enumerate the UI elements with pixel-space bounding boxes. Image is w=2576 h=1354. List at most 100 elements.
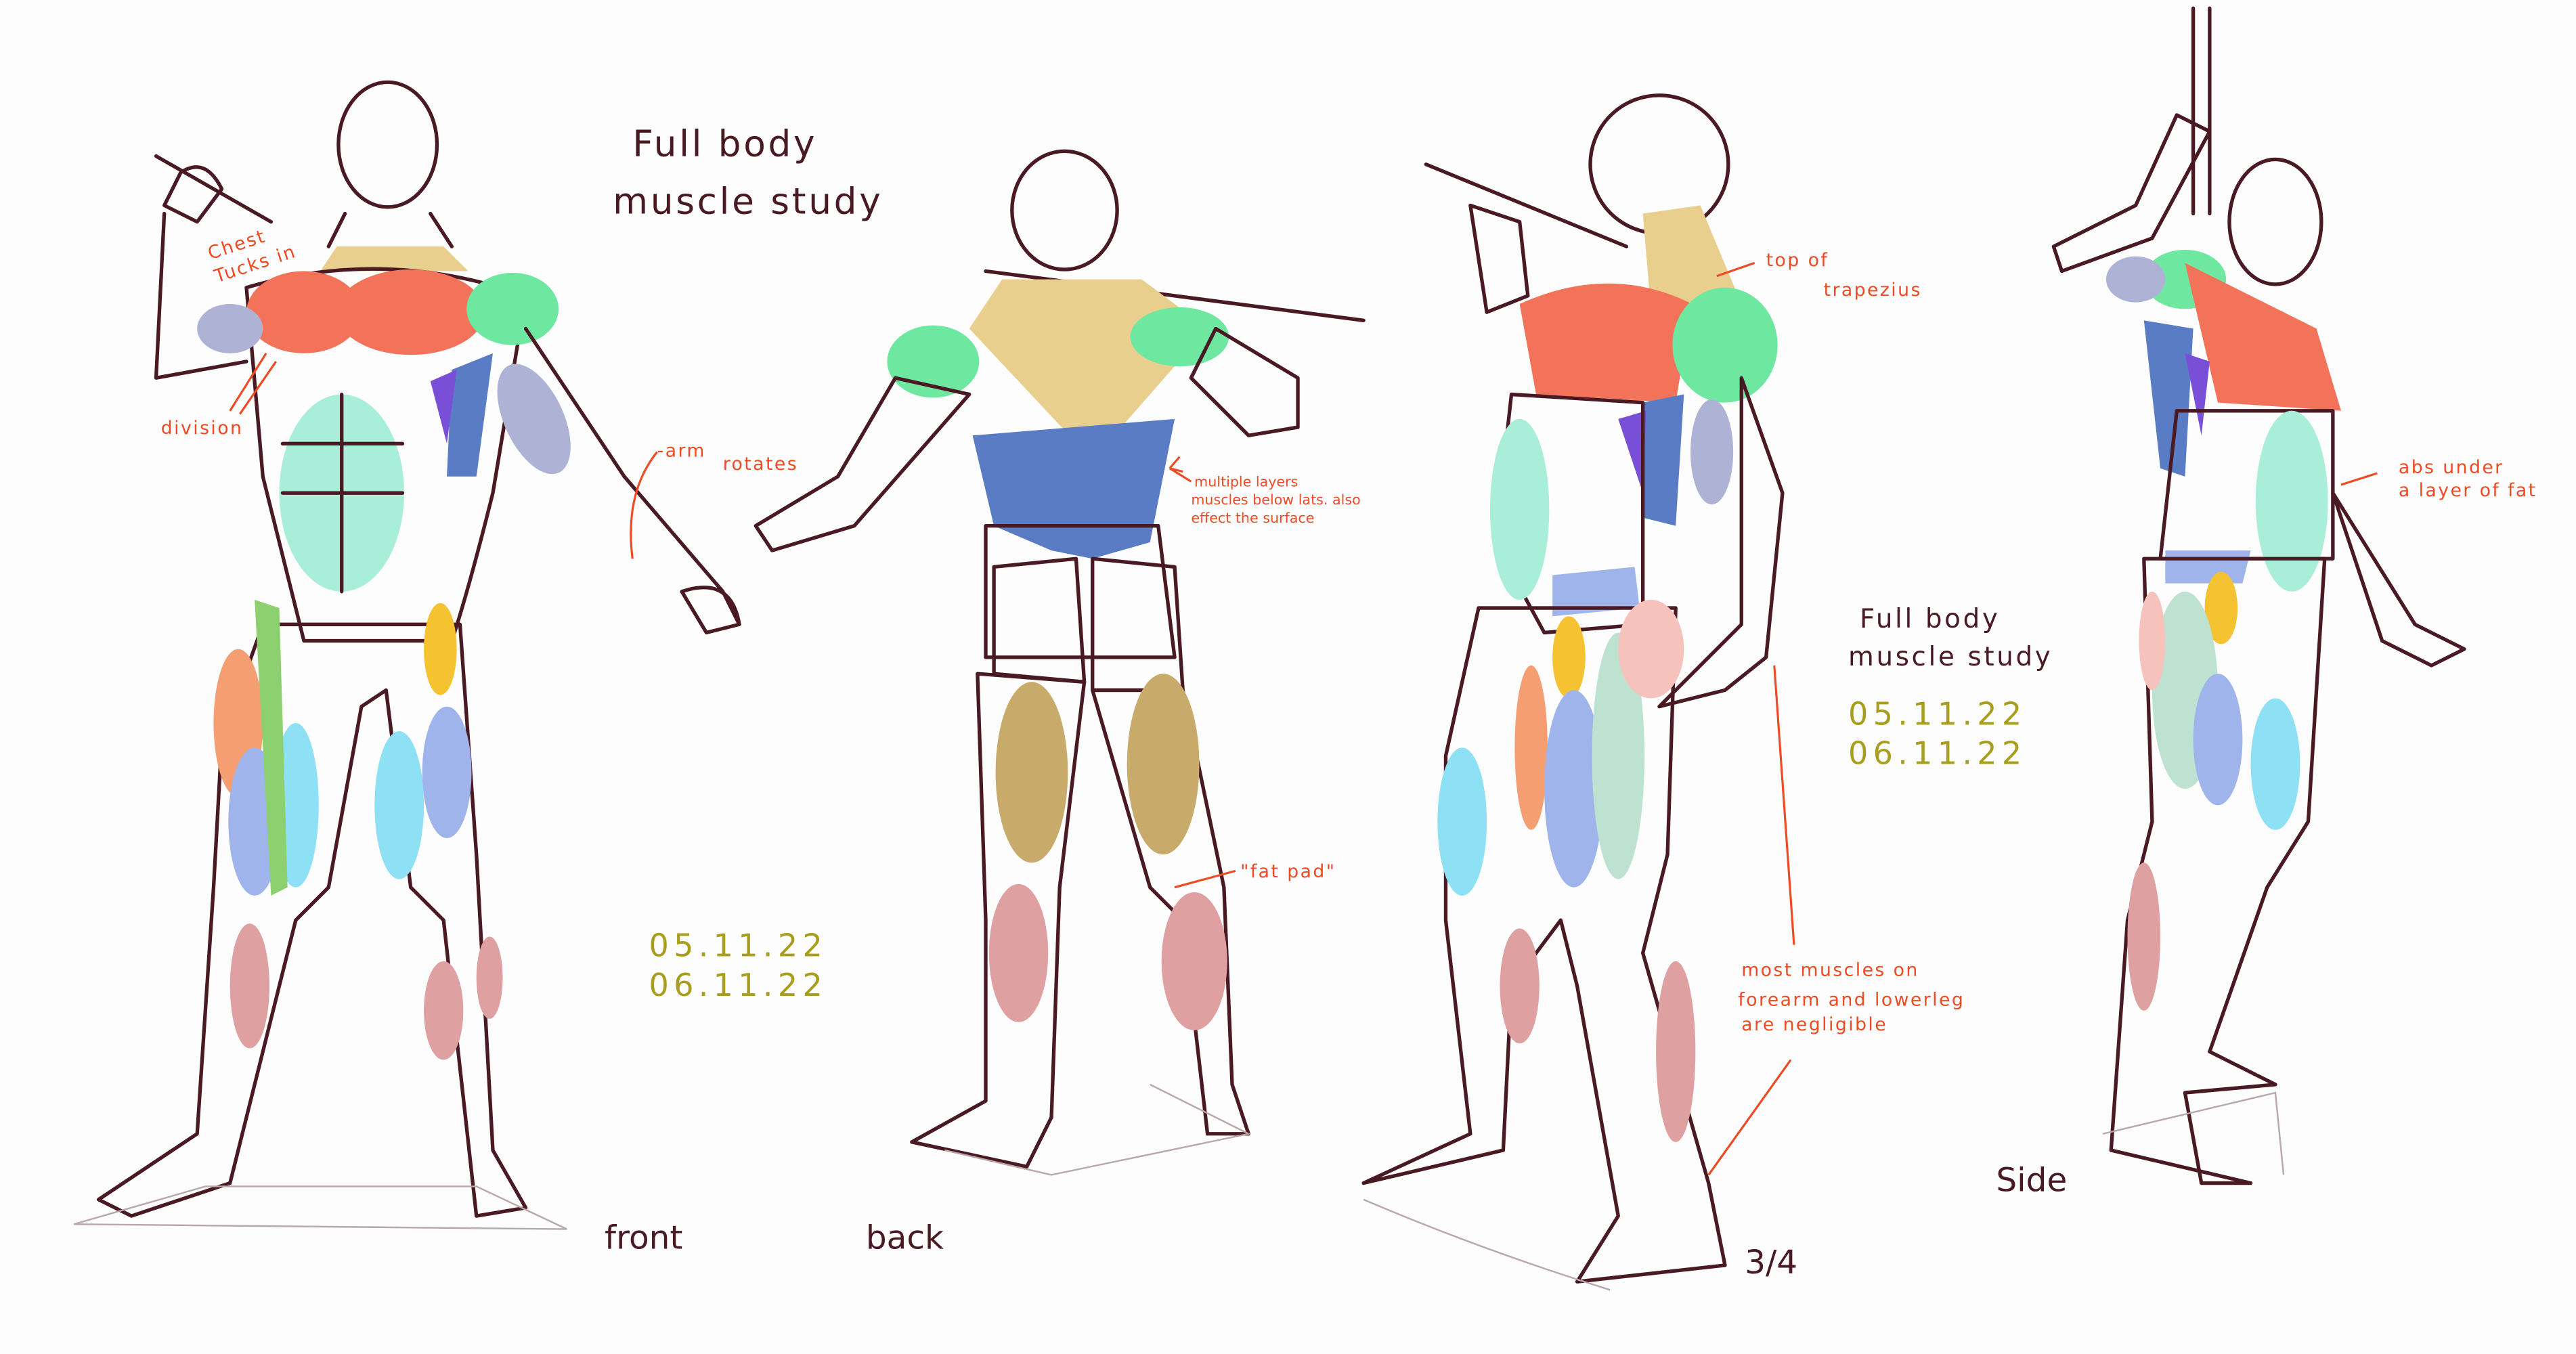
back-ground-plane [944,1083,1251,1176]
front-sartorius [255,599,288,896]
side-head [2227,157,2323,286]
front-tfl [424,603,457,695]
tq-quad-green [1592,632,1645,879]
arm-rotates-arrow [630,451,658,559]
tq-quad-cyan [1437,747,1487,896]
side-title-line2: muscle study [1848,642,2053,672]
front-deltoid [466,272,559,345]
side-date-1: 05.11.22 [1848,695,2027,732]
arm-rotates-line1: -arm [657,441,706,462]
back-calf-right [1161,892,1227,1030]
front-trapezius [320,246,468,271]
side-torso [2158,409,2335,561]
tq-serratus [1618,410,1646,494]
front-staff [154,154,274,224]
tq-abs [1489,418,1550,600]
main-title-line2: muscle study [613,180,883,223]
front-hand-left [162,165,224,224]
back-calf-left [988,883,1049,1022]
back-arm-left [754,376,972,552]
tq-biceps [1690,399,1734,505]
side-serratus [2185,353,2210,436]
fat-pad-note: "fat pad" [1240,861,1336,882]
side-quad-blue [2193,674,2243,806]
tq-ground-plane [1363,1198,1611,1291]
three-quarter-figure [1361,93,1785,1291]
side-legs [2109,556,2327,1185]
back-hamstring-left [995,682,1068,863]
forearm-pointers [1707,665,1795,1176]
trapezius-note-line1: top of [1766,250,1829,271]
tq-glutes-band [1552,567,1640,617]
side-biceps [2105,256,2166,303]
side-lats [2143,320,2193,477]
tq-lower-arm [1657,376,1785,709]
tq-raised-arm [1468,203,1530,314]
tq-lats [1642,394,1684,526]
side-pectoral [2185,263,2341,411]
back-lower-back [984,524,1177,659]
back-figure [754,149,1366,1176]
back-arm-right [1189,326,1300,437]
trapezius-pointer [1716,261,1755,278]
front-legs [96,622,528,1218]
front-biceps-right [497,364,571,475]
side-abs [2255,410,2328,592]
lats-note-line3: effect the surface [1191,510,1314,526]
front-calf-outer [476,936,503,1019]
front-pec-right [336,269,485,355]
abs-pointer [2340,472,2378,486]
tq-tfl [1552,616,1586,699]
back-glutes [992,556,1185,693]
side-calf [2127,862,2161,1011]
side-lower-arm [2331,491,2466,668]
front-serratus [430,370,457,444]
side-glutes-band [2165,550,2251,584]
tq-calf-right [1656,961,1696,1142]
back-head [1010,149,1119,271]
front-figure [73,80,741,1230]
front-torso [244,267,528,643]
tq-quad-blue [1544,690,1604,888]
forearm-note-line2: forearm and lowerleg [1738,989,1965,1010]
lats-arrow [1169,456,1192,483]
view-label-back: back [866,1219,944,1257]
front-quad-right [422,706,472,838]
lats-note-line2: muscles below lats. also [1191,492,1360,508]
tq-staff [1424,162,1629,248]
view-label-front: front [605,1219,682,1257]
side-adductor [2139,591,2166,691]
tq-pectoral [1519,283,1693,403]
side-figure [2051,6,2466,1185]
division-note: division [161,418,244,439]
main-title-line1: Full body [632,123,817,165]
back-hamstring-right [1127,674,1200,855]
side-raised-arm [2051,113,2212,274]
forearm-note-line1: most muscles on [1741,960,1919,981]
front-head [336,80,439,209]
tq-calf-left [1500,928,1540,1044]
back-lats [972,418,1175,559]
trapezius-note-line2: trapezius [1824,280,1922,301]
view-label-side: Side [1996,1162,2067,1200]
forearm-note-line3: are negligible [1741,1014,1887,1035]
front-calf-left [230,923,269,1049]
front-ground-plane [73,1185,567,1230]
front-quad-cyan-right [374,731,424,879]
side-tfl [2204,571,2238,645]
view-label-three-quarter: 3/4 [1745,1244,1797,1282]
fat-pad-pointer [1174,869,1236,889]
front-abs-lines [280,392,405,594]
abs-note-line1: abs under [2399,457,2504,478]
front-lats [447,353,493,477]
tq-adductor [1514,665,1548,830]
front-biceps-left [197,304,263,353]
side-date-2: 06.11.22 [1848,735,2027,772]
front-calf-right [424,961,464,1060]
abs-note-line2: a layer of fat [2399,480,2537,501]
tq-deltoid [1672,287,1778,403]
front-date-2: 06.11.22 [649,967,828,1003]
side-title-line1: Full body [1860,604,2001,634]
front-arms [154,211,741,626]
